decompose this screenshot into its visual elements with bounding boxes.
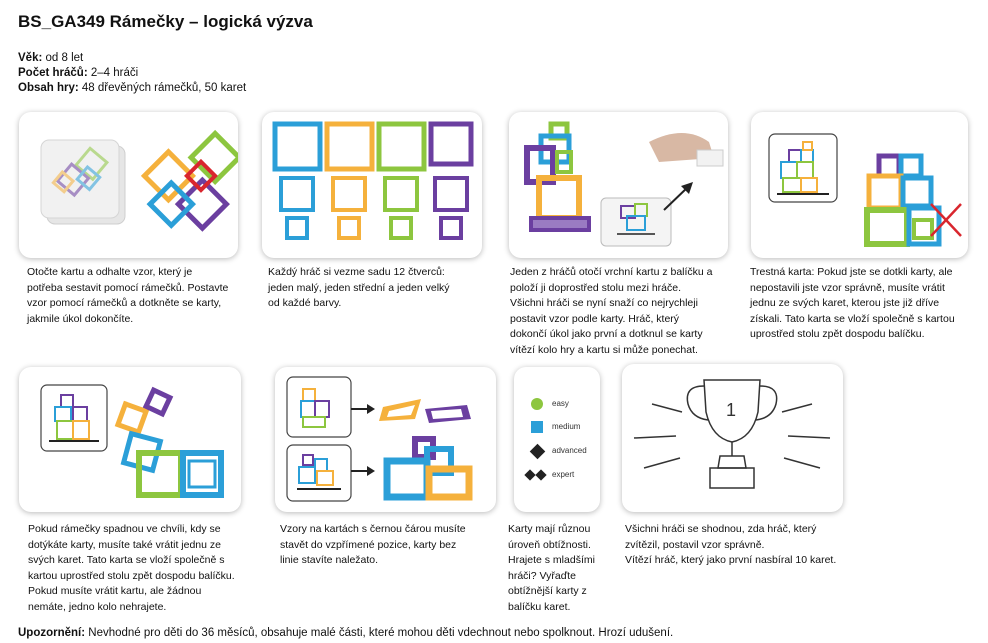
illustration-card-build-race bbox=[509, 112, 728, 258]
reveal-pattern-illustration bbox=[40, 129, 238, 232]
illustration-card-orientation bbox=[275, 367, 496, 512]
difficulty-advanced-label: advanced bbox=[552, 446, 587, 455]
difficulty-easy-label: easy bbox=[552, 399, 569, 408]
advanced-diamond-icon bbox=[529, 443, 546, 460]
contents-info: Obsah hry: 48 dřevěných rámečků, 50 kare… bbox=[18, 82, 247, 94]
illustration-card-collapse bbox=[19, 367, 241, 512]
illustration-card-difficulty: easy medium advanced expert bbox=[514, 367, 600, 512]
step-1-text: Otočte kartu a odhalte vzor, který je po… bbox=[27, 266, 229, 325]
frame-set-illustration bbox=[272, 121, 474, 240]
penalty-illustration bbox=[768, 133, 962, 247]
difficulty-medium-label: medium bbox=[552, 422, 581, 431]
safety-warning: Upozornění: Nevhodné pro děti do 36 měsí… bbox=[18, 627, 674, 639]
step-4-text: Trestná karta: Pokud jste se dotkli kart… bbox=[750, 266, 955, 340]
orientation-illustration bbox=[286, 376, 473, 502]
step-6-text: Vzory na kartách s černou čárou musíte s… bbox=[280, 523, 466, 566]
page-title: BS_GA349 Rámečky – logická výzva bbox=[18, 12, 313, 31]
illustration-card-winner: 1 bbox=[622, 364, 843, 512]
age-info: Věk: od 8 let bbox=[18, 52, 84, 64]
medium-square-icon bbox=[531, 421, 543, 433]
step-8-text: Všichni hráči se shodnou, zda hráč, kter… bbox=[625, 523, 837, 566]
step-2-text: Každý hráč si vezme sadu 12 čtverců: jed… bbox=[268, 266, 450, 309]
step-7-text: Karty mají různou úroveň obtížnosti. Hra… bbox=[508, 523, 595, 613]
difficulty-legend bbox=[524, 398, 547, 481]
build-race-illustration bbox=[524, 121, 724, 247]
illustration-card-penalty bbox=[751, 112, 968, 258]
difficulty-expert-label: expert bbox=[552, 470, 575, 479]
step-5-text: Pokud rámečky spadnou ve chvíli, kdy se … bbox=[28, 523, 235, 613]
illustration-card-reveal-pattern bbox=[19, 112, 238, 258]
step-3-text: Jeden z hráčů otočí vrchní kartu z balíč… bbox=[510, 266, 713, 356]
illustration-card-frame-set bbox=[262, 112, 482, 258]
easy-dot-icon bbox=[531, 398, 543, 410]
trophy-number: 1 bbox=[726, 400, 736, 420]
expert-diamond-icon-a bbox=[524, 469, 536, 481]
trophy-icon: 1 bbox=[633, 379, 831, 489]
collapse-illustration bbox=[40, 384, 224, 498]
expert-diamond-icon-b bbox=[535, 469, 547, 481]
players-info: Počet hráčů: 2–4 hráči bbox=[18, 67, 139, 79]
